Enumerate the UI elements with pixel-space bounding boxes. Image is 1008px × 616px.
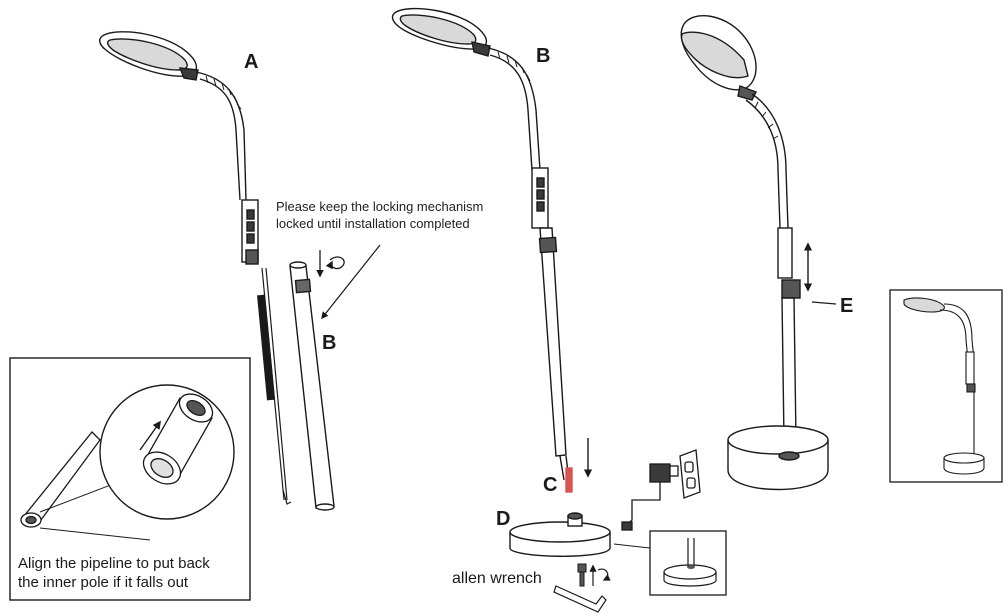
label-b-pole: B [322,332,337,354]
power-adapter-icon [621,463,679,531]
locking-note: Please keep the locking mechanism locked… [276,198,483,232]
inset-caption-line2: the inner pole if it falls out [18,574,189,591]
inset-caption-line1: Align the pipeline to put back [18,555,210,572]
locking-note-line1: Please keep the locking mechanism [276,199,484,214]
inset-caption: Align the pipeline to put back the inner… [18,554,210,592]
leader-line [321,244,381,320]
lamp-a-upper [99,31,292,505]
lamp-b [391,7,573,493]
alignment-inset [9,357,251,601]
insert-arrow-icon [139,420,161,451]
spring-cable [257,294,275,401]
rotate-arrow-icon [316,250,345,278]
label-a: A [244,51,259,73]
label-c: C [543,474,558,496]
allen-wrench-label: allen wrench [452,570,542,587]
outer-pole-b [289,261,335,511]
allen-wrench-icon [553,585,607,613]
rotate-arrow-icon-2 [589,564,611,586]
power-outlet-icon [679,449,701,499]
lamp-head-a [99,31,199,81]
locking-note-line2: locked until installation completed [276,216,470,231]
finished-lamp-inset [889,289,1003,483]
lamp-e [680,15,829,491]
label-b-lamp: B [536,45,551,67]
label-e: E [840,295,854,317]
gooseneck-a [195,71,247,201]
base-inset [649,530,727,596]
base-d [509,512,611,557]
label-d: D [496,508,511,530]
control-panel-a [241,199,259,265]
screw-icon [577,563,587,587]
